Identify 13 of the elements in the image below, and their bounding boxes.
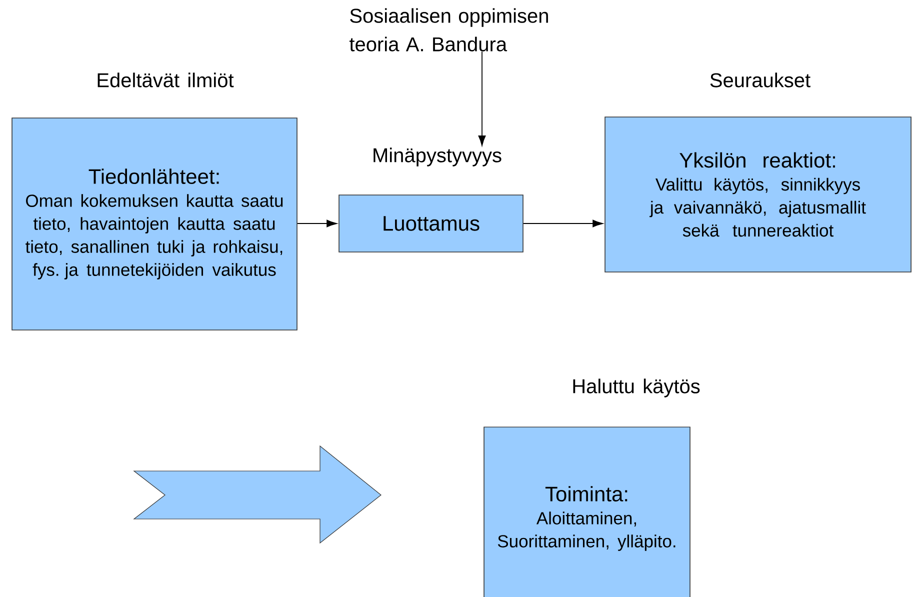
block-arrow <box>133 445 382 544</box>
text-box: Tiedonlähteet: Oman kokemuksen kautta saatu tieto, havaintojen kautta saatu tieto, sanallinen tuki ja rohkaisu, fys. ja tunnetekijöiden vaikutus <box>12 118 298 330</box>
text-label: Sosiaalisen oppimisen teoria A. Bandura <box>350 8 548 52</box>
arrow <box>478 51 486 146</box>
heading-label: Edeltävät ilmiöt <box>98 72 234 88</box>
heading-label: Seuraukset <box>710 72 810 88</box>
arrow <box>522 220 603 228</box>
text-box: Toiminta: Aloittaminen, Suorittaminen, ylläpito. <box>484 426 690 597</box>
heading-label: Haluttu käytös <box>573 378 700 398</box>
text-box: Yksilön reaktiot: Valittu käytös, sinnikkyys ja vaivannäkö, ajatusmallit sekä tunnereaktiot <box>604 116 912 272</box>
text-box: Luottamus <box>338 194 524 252</box>
arrow <box>296 220 337 228</box>
text-label: Minäpystyvyys <box>374 148 502 166</box>
